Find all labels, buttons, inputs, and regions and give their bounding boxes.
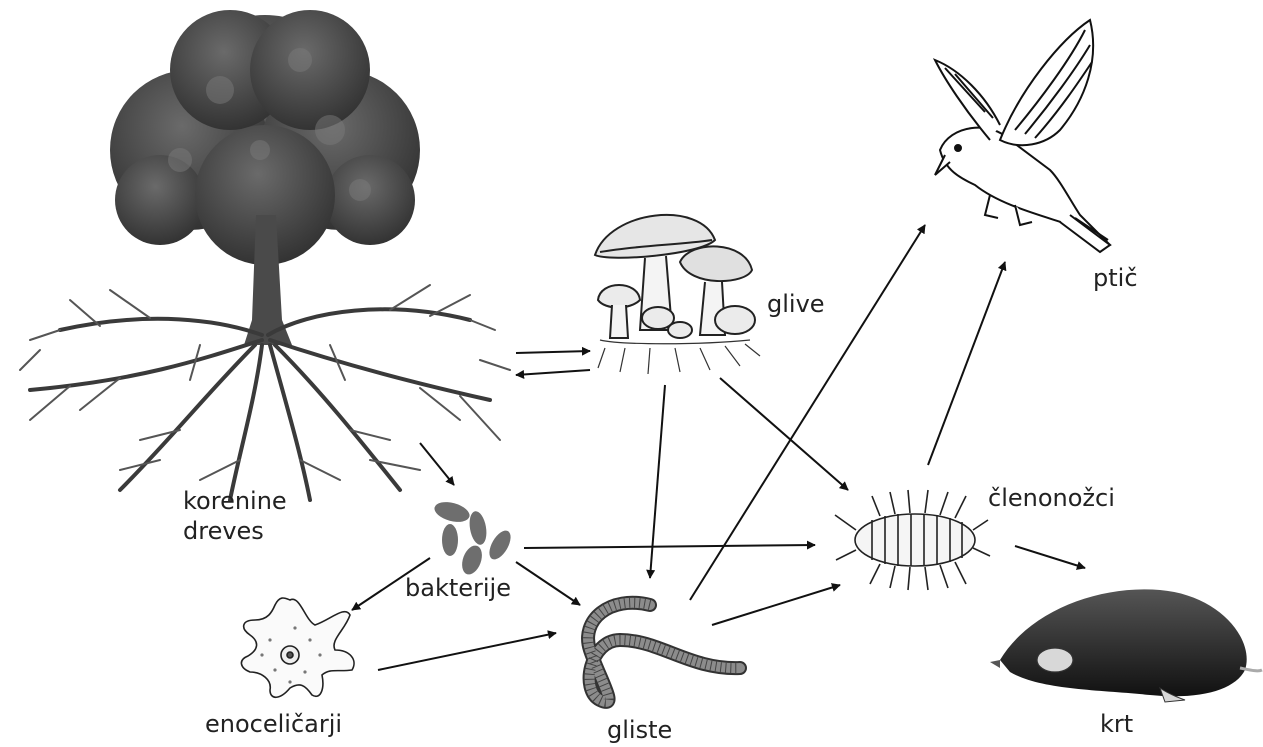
label-bacteria: bakterije bbox=[405, 574, 511, 602]
tree-roots-icon bbox=[20, 10, 510, 500]
arrow-arthropods-to-mole bbox=[1015, 546, 1085, 568]
arrow-fungi-to-arthropods bbox=[720, 378, 848, 490]
bacteria-icon bbox=[432, 499, 515, 578]
arrow-bacteria-to-worms bbox=[516, 562, 580, 605]
arrow-worms-to-arthropods bbox=[712, 585, 840, 625]
bird-icon bbox=[935, 20, 1110, 252]
arrow-bacteria-to-arthropods bbox=[524, 545, 815, 548]
label-mole: krt bbox=[1100, 710, 1133, 738]
label-worms: gliste bbox=[607, 716, 672, 744]
arrow-fungi-to-roots bbox=[516, 370, 590, 375]
arrow-roots-to-bacteria bbox=[420, 443, 454, 485]
amoeba-icon bbox=[241, 598, 354, 697]
arrow-fungi-to-worms bbox=[650, 385, 665, 578]
arrow-protists-to-worms bbox=[378, 633, 556, 670]
label-protists: enoceličarji bbox=[205, 710, 342, 738]
label-bird: ptič bbox=[1093, 264, 1138, 292]
label-tree-roots: korenine dreves bbox=[183, 486, 293, 546]
earthworm-icon bbox=[588, 603, 740, 702]
mushroom-icon bbox=[595, 215, 760, 374]
label-arthropods: členonožci bbox=[988, 484, 1115, 512]
arrow-roots-to-fungi bbox=[516, 351, 590, 353]
label-tree-roots-text: korenine dreves bbox=[183, 486, 293, 546]
label-fungi: glive bbox=[767, 290, 825, 318]
mole-icon bbox=[990, 589, 1262, 702]
woodlouse-icon bbox=[835, 490, 990, 590]
arrow-arthropods-to-bird bbox=[928, 262, 1005, 465]
